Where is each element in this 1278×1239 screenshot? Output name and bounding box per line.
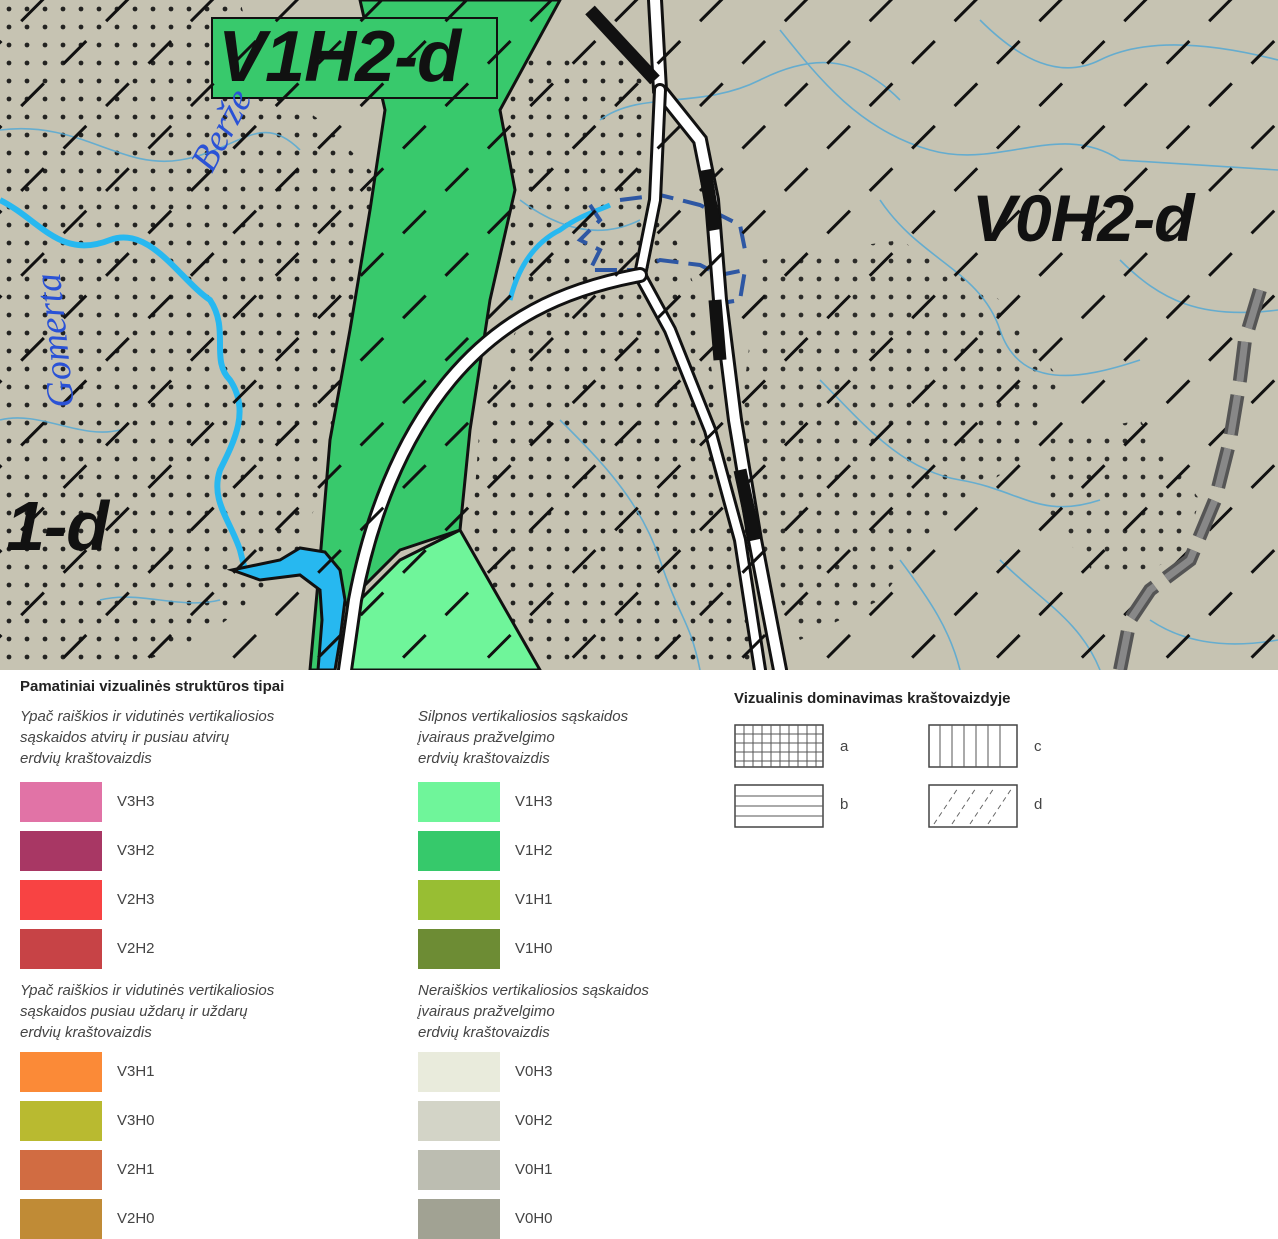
legend-swatch (418, 929, 500, 969)
legend-item-v0h0: V0H0 (418, 1199, 618, 1239)
legend-swatch (418, 831, 500, 871)
legend-swatch (20, 1052, 102, 1092)
legend-item-v0h1: V0H1 (418, 1150, 618, 1190)
group-title-line: Silpnos vertikaliosios sąskaidos (418, 708, 629, 725)
legend-swatch (20, 1101, 102, 1141)
legend-item-v2h1: V2H1 (20, 1150, 220, 1190)
legend-code: V0H2 (515, 1112, 553, 1129)
legend-code: V1H2 (515, 842, 553, 859)
legend-swatch (418, 1150, 500, 1190)
zone-label-1-d: 1-d (6, 487, 109, 565)
pattern-label-a: a (840, 738, 849, 755)
legend-swatch (418, 1199, 500, 1239)
group-title-line: erdvių kraštovaizdis (418, 1024, 550, 1041)
map-canvas (0, 0, 1278, 678)
legend-code: V2H0 (117, 1210, 155, 1227)
legend-code: V3H2 (117, 842, 155, 859)
dominance-title: Vizualinis dominavimas kraštovaizdyje (734, 690, 1011, 707)
group-title-line: sąskaidos atvirų ir pusiau atvirų (20, 729, 230, 746)
legend-code: V0H3 (515, 1063, 553, 1080)
legend-item-v0h2: V0H2 (418, 1101, 618, 1141)
legend-item-v1h0: V1H0 (418, 929, 618, 969)
pattern-label-b: b (840, 796, 849, 813)
legend-code: V3H1 (117, 1063, 155, 1080)
legend-panel: Pamatiniai vizualinės struktūros tipai Y… (0, 670, 1278, 1239)
legend-item-v1h3: V1H3 (418, 782, 618, 822)
group-title-line: įvairaus pražvelgimo (418, 729, 555, 746)
legend-code: V1H0 (515, 940, 553, 957)
legend-group-title: Neraiškios vertikaliosios sąskaidos įvai… (418, 980, 748, 1043)
group-title-line: Ypač raiškios ir vidutinės vertikaliosio… (20, 982, 275, 999)
legend-swatch (20, 831, 102, 871)
legend-item-v2h0: V2H0 (20, 1199, 220, 1239)
legend-code: V0H1 (515, 1161, 553, 1178)
pattern-vertical-icon (928, 724, 1018, 768)
legend-swatch (20, 880, 102, 920)
pattern-grid-icon (734, 724, 824, 768)
legend-item-v3h2: V3H2 (20, 831, 220, 871)
legend-swatch (418, 1052, 500, 1092)
zone-label-v1h2-d: V1H2-d (218, 17, 461, 97)
group-title-line: erdvių kraštovaizdis (418, 750, 550, 767)
group-title-line: Ypač raiškios ir vidutinės vertikaliosio… (20, 708, 275, 725)
dashed-boundary-grey-inner (1116, 288, 1264, 671)
legend-item-v2h2: V2H2 (20, 929, 220, 969)
legend-code: V1H3 (515, 793, 553, 810)
group-title-line: sąskaidos pusiau uždarų ir uždarų (20, 1003, 248, 1020)
legend-code: V1H1 (515, 891, 553, 908)
legend-code: V2H3 (117, 891, 155, 908)
map-panel: V1H2-d V0H2-d 1-d Berže Gomerta (0, 0, 1278, 678)
group-title-line: įvairaus pražvelgimo (418, 1003, 555, 1020)
legend-item-v3h3: V3H3 (20, 782, 220, 822)
pattern-label-d: d (1034, 796, 1043, 813)
legend-swatch (20, 782, 102, 822)
legend-group-title: Ypač raiškios ir vidutinės vertikaliosio… (20, 980, 350, 1043)
legend-item-v1h1: V1H1 (418, 880, 618, 920)
legend-group-title: Silpnos vertikaliosios sąskaidos įvairau… (418, 706, 748, 769)
pattern-label-c: c (1034, 738, 1042, 755)
legend-swatch (20, 1199, 102, 1239)
legend-item-v0h3: V0H3 (418, 1052, 618, 1092)
legend-code: V2H1 (117, 1161, 155, 1178)
legend-code: V0H0 (515, 1210, 553, 1227)
visual-dominance-hatch-d (0, 0, 1278, 670)
group-title-line: Neraiškios vertikaliosios sąskaidos (418, 982, 649, 999)
legend-group-title: Ypač raiškios ir vidutinės vertikaliosio… (20, 706, 350, 769)
zone-label-v0h2-d: V0H2-d (972, 181, 1194, 255)
legend-code: V3H3 (117, 793, 155, 810)
legend-swatch (418, 782, 500, 822)
legend-item-v2h3: V2H3 (20, 880, 220, 920)
legend-swatch (20, 1150, 102, 1190)
legend-item-v3h1: V3H1 (20, 1052, 220, 1092)
pattern-horizontal-icon (734, 784, 824, 828)
legend-item-v1h2: V1H2 (418, 831, 618, 871)
legend-swatch (418, 880, 500, 920)
legend-swatch (20, 929, 102, 969)
legend-title: Pamatiniai vizualinės struktūros tipai (20, 678, 285, 695)
group-title-line: erdvių kraštovaizdis (20, 1024, 152, 1041)
legend-swatch (418, 1101, 500, 1141)
legend-code: V2H2 (117, 940, 155, 957)
group-title-line: erdvių kraštovaizdis (20, 750, 152, 767)
legend-item-v3h0: V3H0 (20, 1101, 220, 1141)
pattern-diagonal-icon (928, 784, 1018, 828)
legend-code: V3H0 (117, 1112, 155, 1129)
